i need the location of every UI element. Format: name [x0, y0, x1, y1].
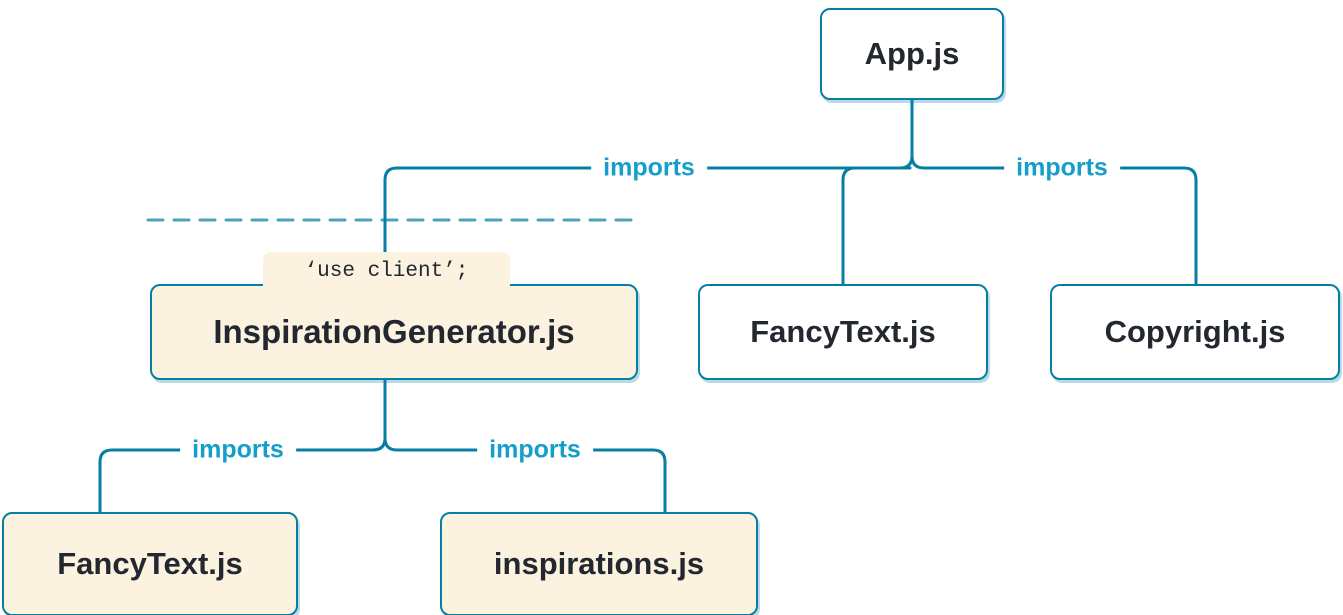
edge-app-to-copyright: [910, 96, 1198, 288]
node-app-js: App.js: [820, 8, 1004, 100]
edge-app-to-fancytext: [841, 166, 912, 288]
edge-label-imports: imports: [477, 436, 593, 464]
node-inspirationgenerator-js: InspirationGenerator.js: [150, 284, 638, 380]
edge-label-imports: imports: [1004, 154, 1120, 182]
edge-label-imports: imports: [180, 436, 296, 464]
edge-label-imports: imports: [591, 154, 707, 182]
node-fancytext-js-top: FancyText.js: [698, 284, 988, 380]
node-inspirations-js: inspirations.js: [440, 512, 758, 615]
node-copyright-js: Copyright.js: [1050, 284, 1340, 380]
use-client-directive-tag: ‘use client’;: [263, 252, 510, 290]
node-fancytext-js-bottom: FancyText.js: [2, 512, 298, 615]
